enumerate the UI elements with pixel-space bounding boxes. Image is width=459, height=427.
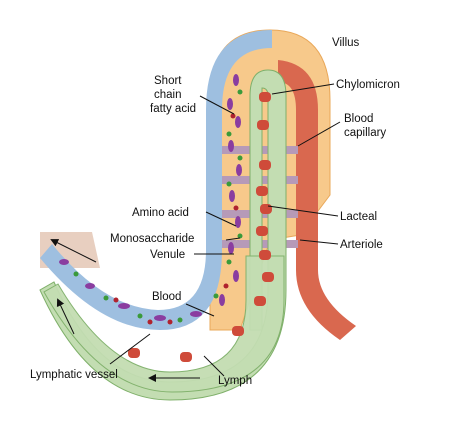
amino-acids	[59, 74, 242, 321]
label-short-chain-fatty-acid-line3: fatty acid	[150, 103, 196, 115]
label-lacteal: Lacteal	[340, 211, 377, 223]
chylomicron-particle	[128, 348, 140, 358]
venule-vessel	[40, 30, 272, 330]
chylomicrons	[128, 92, 274, 362]
chylomicron-particle	[180, 352, 192, 362]
chylomicron-particle	[257, 120, 269, 130]
label-lymphatic-vessel: Lymphatic vessel	[30, 369, 118, 381]
chylomicron-particle	[256, 226, 268, 236]
chylomicron-particle	[256, 186, 268, 196]
chylomicron-particle	[254, 296, 266, 306]
lymph-flow-arrow-up	[56, 298, 75, 335]
label-blood-capillary-line1: Blood	[344, 113, 373, 125]
chylomicron-particle	[259, 160, 271, 170]
chylomicron-particle	[262, 272, 274, 282]
chylomicron-particle	[260, 204, 272, 214]
lymphatic-vessel-lower	[43, 255, 285, 393]
chylomicron-particle	[259, 250, 271, 260]
label-villus: Villus	[332, 37, 360, 49]
label-lymph: Lymph	[218, 375, 252, 387]
label-blood-capillary-line2: capillary	[344, 127, 386, 139]
arteriole-vessel	[278, 60, 356, 340]
label-short-chain-fatty-acid: Short chain fatty acid	[150, 75, 196, 115]
label-blood-capillary: Blood capillary	[344, 113, 386, 139]
chylomicron-particle	[232, 326, 244, 336]
leader-lines	[109, 83, 341, 377]
label-monosaccharide: Monosaccharide	[110, 233, 194, 245]
label-arteriole: Arteriole	[340, 239, 383, 251]
label-blood: Blood	[152, 291, 181, 303]
label-short-chain-fatty-acid-line2: chain	[154, 89, 182, 101]
chylomicron-particle	[259, 92, 271, 102]
fatty-acids	[113, 113, 239, 325]
label-venule: Venule	[150, 249, 185, 261]
label-amino-acid: Amino acid	[132, 207, 189, 219]
label-chylomicron: Chylomicron	[336, 79, 400, 91]
label-short-chain-fatty-acid-line1: Short	[154, 75, 182, 87]
monosaccharides	[73, 89, 243, 323]
blood-flow-arrow	[50, 239, 97, 263]
